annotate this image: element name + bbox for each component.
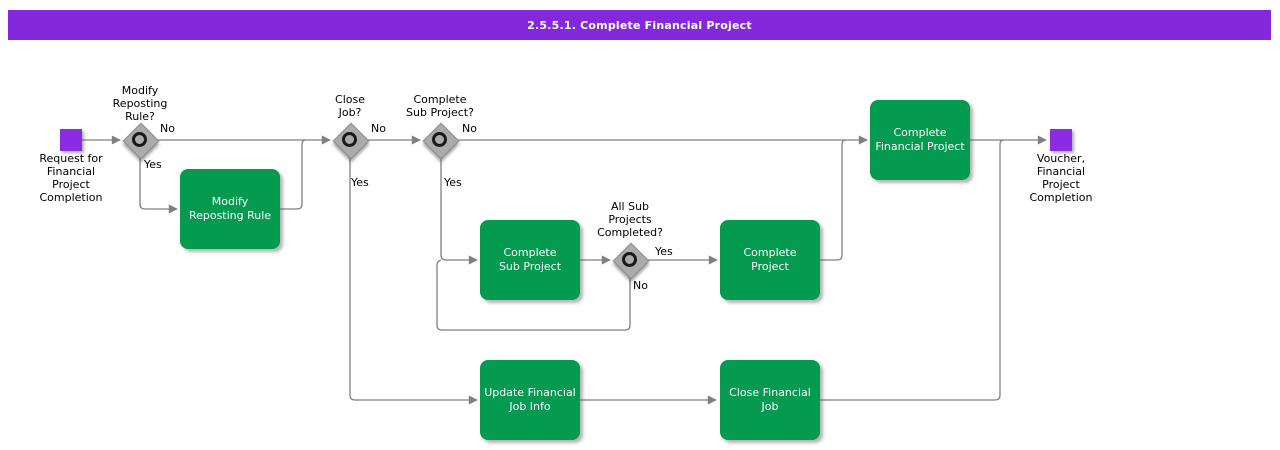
edge-label-yes: Yes bbox=[444, 176, 462, 189]
edge-modify-reposting-rule-out bbox=[280, 139, 307, 210]
task-update-financial-job-info[interactable]: Update Financial Job Info bbox=[480, 360, 580, 440]
diagram-title: 2.5.5.1. Complete Financial Project bbox=[527, 18, 752, 32]
task-label: Update Financial Job Info bbox=[484, 386, 576, 413]
gateway-close-job-label: Close Job? bbox=[335, 93, 365, 119]
task-complete-financial-project[interactable]: Complete Financial Project bbox=[870, 100, 970, 180]
gateway-close-job bbox=[332, 122, 370, 160]
gateway-ring-icon bbox=[622, 252, 637, 267]
gateway-modify-reposting-rule-label: Modify Reposting Rule? bbox=[112, 84, 168, 123]
edge-label-no: No bbox=[371, 122, 386, 135]
edge-gateway1-yes-to-modify-reposting-rule bbox=[139, 157, 178, 214]
gateway-modify-reposting-rule bbox=[122, 122, 160, 160]
task-modify-reposting-rule[interactable]: Modify Reposting Rule bbox=[180, 169, 280, 249]
task-label: Close Financial Job bbox=[729, 386, 811, 413]
task-label: Modify Reposting Rule bbox=[188, 195, 272, 222]
start-event-label: Request for Financial Project Completion bbox=[39, 152, 103, 204]
gateway-ring-icon bbox=[342, 132, 357, 147]
gateway-ring-icon bbox=[132, 132, 147, 147]
edge-label-no: No bbox=[462, 122, 477, 135]
gateway-ring-icon bbox=[432, 132, 447, 147]
edge-gateway3-yes-to-complete-sub-project bbox=[440, 157, 478, 265]
task-label: Complete Financial Project bbox=[875, 126, 965, 153]
end-event bbox=[1050, 129, 1072, 151]
edge-complete-project-out bbox=[820, 139, 847, 261]
task-complete-sub-project[interactable]: Complete Sub Project bbox=[480, 220, 580, 300]
diagram-title-bar: 2.5.5.1. Complete Financial Project bbox=[8, 10, 1271, 40]
gateway-all-sub-projects-completed bbox=[612, 242, 650, 280]
gateway-complete-sub-project-label: Complete Sub Project? bbox=[406, 93, 474, 119]
edge-close-financial-job-out bbox=[820, 139, 1005, 401]
edge-label-no: No bbox=[633, 279, 648, 292]
gateway-complete-sub-project bbox=[422, 122, 460, 160]
task-close-financial-job[interactable]: Close Financial Job bbox=[720, 360, 820, 440]
edge-label-yes: Yes bbox=[144, 158, 162, 171]
task-label: Complete Project bbox=[743, 246, 797, 273]
edge-gateway4-no-loop bbox=[436, 259, 631, 331]
end-event-label: Voucher, Financial Project Completion bbox=[1029, 152, 1093, 204]
edge-gateway2-yes-to-update-financial-job-info bbox=[349, 157, 478, 405]
edge-label-yes: Yes bbox=[655, 245, 673, 258]
task-complete-project[interactable]: Complete Project bbox=[720, 220, 820, 300]
start-event bbox=[60, 129, 82, 151]
task-label: Complete Sub Project bbox=[498, 246, 562, 273]
gateway-all-sub-projects-completed-label: All Sub Projects Completed? bbox=[597, 200, 663, 239]
edge-label-no: No bbox=[160, 122, 175, 135]
edge-label-yes: Yes bbox=[351, 176, 369, 189]
